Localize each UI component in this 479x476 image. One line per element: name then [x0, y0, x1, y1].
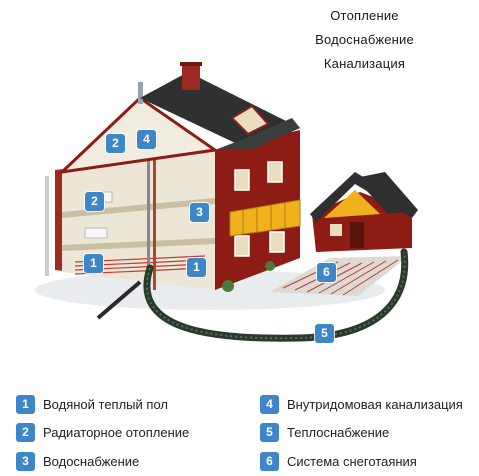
window-1 [234, 169, 250, 191]
diagram-badge-2-upper: 2 [106, 134, 125, 153]
diagram-badge-1-left: 1 [84, 254, 103, 273]
shrub-1 [222, 280, 234, 292]
garage-gable [324, 190, 380, 218]
chimney [182, 64, 200, 90]
legend-badge-5: 5 [260, 422, 279, 442]
shrub-2 [265, 261, 275, 271]
heat-supply-pipe-texture [146, 251, 406, 340]
radiator-1st-floor [84, 227, 108, 239]
legend-label-5: Теплоснабжение [287, 424, 390, 440]
header-title-heating: Отопление [330, 8, 399, 23]
legend-badge-1: 1 [16, 394, 35, 414]
floor-slab-2 [62, 198, 215, 218]
water-riser [147, 140, 150, 290]
diagram-badge-4: 4 [137, 130, 156, 149]
diagram-badge-6: 6 [317, 263, 336, 282]
legend-label-3: Водоснабжение [43, 453, 140, 469]
roof-front-edge [215, 118, 300, 150]
underfloor-heating-pipes [74, 255, 206, 275]
garage-window [330, 224, 342, 236]
balcony [229, 199, 301, 237]
legend-item-heat-supply: 5 Теплоснабжение [260, 421, 389, 443]
legend-label-4: Внутридомовая канализация [287, 396, 463, 412]
header-title-sewerage: Канализация [323, 56, 406, 71]
legend-item-snow-melting: 6 Система снеготаяния [260, 450, 417, 472]
garage-door [350, 222, 364, 248]
window-3 [234, 235, 250, 257]
garage-roof-side [355, 172, 418, 214]
legend: 1 Водяной теплый пол 2 Радиаторное отопл… [0, 388, 479, 476]
diagram-badge-2-lower: 2 [85, 192, 104, 211]
legend-label-1: Водяной теплый пол [43, 396, 168, 412]
window-2 [267, 161, 283, 183]
floor-slab-1 [62, 238, 215, 251]
legend-badge-6: 6 [260, 451, 279, 471]
vent-pipe [138, 82, 143, 104]
legend-badge-2: 2 [16, 422, 35, 442]
house-diagram [35, 62, 418, 342]
heating-riser [153, 140, 156, 290]
legend-item-underfloor-heating: 1 Водяной теплый пол [16, 393, 168, 415]
chimney-cap [180, 62, 202, 66]
sewer-outlet [96, 280, 142, 320]
legend-item-radiator-heating: 2 Радиаторное отопление [16, 421, 189, 443]
legend-item-water-supply: 3 Водоснабжение [16, 450, 139, 472]
diagram-badge-5: 5 [315, 324, 334, 343]
window-4 [269, 231, 285, 253]
legend-badge-3: 3 [16, 451, 35, 471]
dormer [230, 104, 270, 136]
header-title-water-supply: Водоснабжение [315, 32, 414, 47]
main-roof [140, 72, 300, 150]
legend-label-6: Система снеготаяния [287, 453, 417, 469]
legend-badge-4: 4 [260, 394, 279, 414]
legend-item-sewerage: 4 Внутридомовая канализация [260, 393, 463, 415]
header: Отопление Водоснабжение Канализация [250, 0, 479, 80]
driveway [270, 256, 408, 296]
diagram-badge-1-right: 1 [187, 258, 206, 277]
diagram-badge-3: 3 [190, 203, 209, 222]
balcony-railing [242, 203, 286, 234]
legend-label-2: Радиаторное отопление [43, 424, 190, 440]
downpipe [45, 176, 49, 276]
